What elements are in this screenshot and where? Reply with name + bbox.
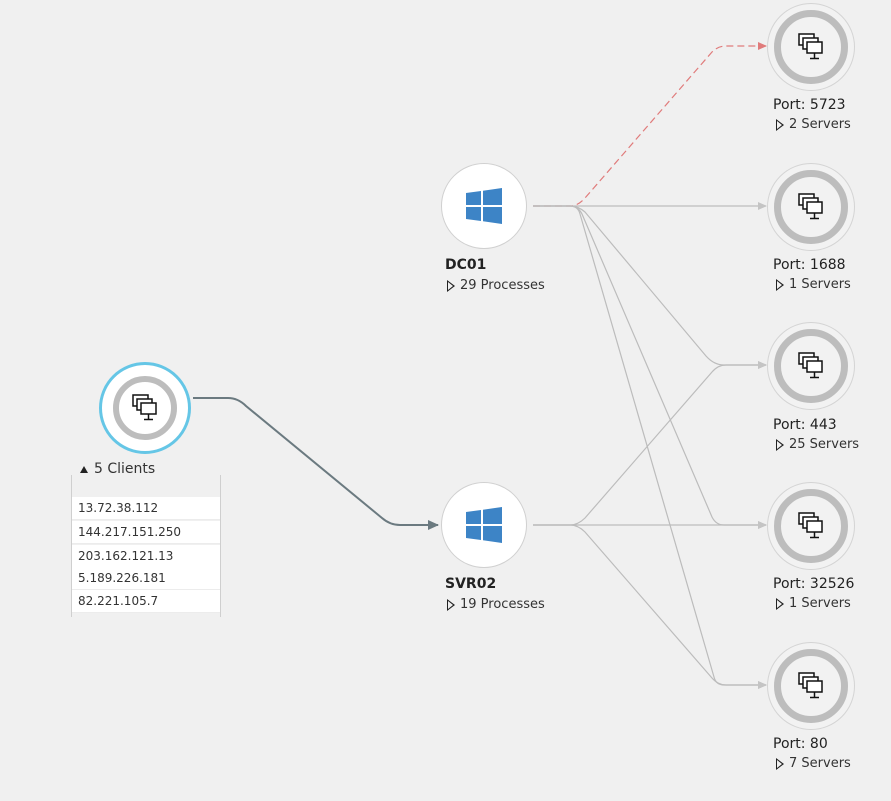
list-item[interactable]: 144.217.151.250 bbox=[72, 521, 220, 544]
windows-logo-icon bbox=[465, 187, 503, 225]
machine-node-svr02[interactable] bbox=[441, 482, 527, 568]
processes-label: 19 Processes bbox=[460, 597, 545, 612]
port-servers-32526[interactable]: 1 Servers bbox=[776, 596, 851, 611]
link-clients-svr02[interactable] bbox=[193, 397, 439, 530]
port-servers-80[interactable]: 7 Servers bbox=[776, 756, 851, 771]
port-servers-1688[interactable]: 1 Servers bbox=[776, 277, 851, 292]
processes-label: 29 Processes bbox=[460, 278, 545, 293]
link-dc01-port-80[interactable] bbox=[533, 205, 767, 689]
servers-label: 1 Servers bbox=[789, 277, 851, 292]
server-group-icon bbox=[796, 511, 826, 541]
port-ring bbox=[774, 329, 848, 403]
link-dc01-port-5723[interactable] bbox=[533, 42, 767, 207]
server-group-icon bbox=[796, 32, 826, 62]
link-svr02-port-443[interactable] bbox=[533, 361, 767, 526]
expand-triangle-icon bbox=[776, 438, 784, 451]
port-ring bbox=[774, 489, 848, 563]
client-group-node[interactable] bbox=[99, 362, 191, 454]
port-node-5723[interactable] bbox=[767, 3, 855, 91]
expand-triangle-icon bbox=[447, 598, 455, 611]
port-node-1688[interactable] bbox=[767, 163, 855, 251]
client-group-label: 5 Clients bbox=[94, 461, 156, 477]
port-node-32526[interactable] bbox=[767, 482, 855, 570]
list-item[interactable]: 5.189.226.181 bbox=[72, 567, 220, 590]
port-label-80[interactable]: Port: 80 bbox=[773, 736, 828, 752]
port-label-1688[interactable]: Port: 1688 bbox=[773, 257, 846, 273]
collapse-triangle-icon bbox=[80, 465, 88, 473]
client-group-ring bbox=[113, 376, 177, 440]
expand-triangle-icon bbox=[776, 597, 784, 610]
client-ip-list: 13.72.38.112 144.217.151.250 203.162.121… bbox=[71, 475, 221, 617]
windows-logo-icon bbox=[465, 506, 503, 544]
machine-name-dc01[interactable]: DC01 bbox=[445, 257, 487, 273]
servers-label: 2 Servers bbox=[789, 117, 851, 132]
servers-label: 1 Servers bbox=[789, 596, 851, 611]
server-group-icon bbox=[796, 671, 826, 701]
machine-processes-dc01[interactable]: 29 Processes bbox=[447, 278, 545, 293]
port-label-443[interactable]: Port: 443 bbox=[773, 417, 837, 433]
server-group-icon bbox=[130, 393, 160, 423]
list-item[interactable]: 203.162.121.13 bbox=[72, 545, 220, 568]
client-group-toggle[interactable]: 5 Clients bbox=[80, 461, 155, 477]
port-servers-5723[interactable]: 2 Servers bbox=[776, 117, 851, 132]
port-label-32526[interactable]: Port: 32526 bbox=[773, 576, 855, 592]
port-ring bbox=[774, 170, 848, 244]
link-dc01-port-443[interactable] bbox=[533, 205, 767, 369]
server-group-icon bbox=[796, 192, 826, 222]
servers-label: 25 Servers bbox=[789, 437, 860, 452]
port-ring bbox=[774, 10, 848, 84]
machine-name-svr02[interactable]: SVR02 bbox=[445, 576, 497, 592]
machine-node-dc01[interactable] bbox=[441, 163, 527, 249]
expand-triangle-icon bbox=[776, 118, 784, 131]
expand-triangle-icon bbox=[776, 757, 784, 770]
list-item[interactable]: 82.221.105.7 bbox=[72, 590, 220, 613]
servers-label: 7 Servers bbox=[789, 756, 851, 771]
port-node-80[interactable] bbox=[767, 642, 855, 730]
list-item[interactable]: 13.72.38.112 bbox=[72, 497, 220, 520]
server-group-icon bbox=[796, 351, 826, 381]
port-ring bbox=[774, 649, 848, 723]
port-servers-443[interactable]: 25 Servers bbox=[776, 437, 859, 452]
machine-processes-svr02[interactable]: 19 Processes bbox=[447, 597, 545, 612]
port-node-443[interactable] bbox=[767, 322, 855, 410]
expand-triangle-icon bbox=[447, 279, 455, 292]
expand-triangle-icon bbox=[776, 278, 784, 291]
link-svr02-port-80[interactable] bbox=[533, 524, 767, 689]
port-label-5723[interactable]: Port: 5723 bbox=[773, 97, 846, 113]
